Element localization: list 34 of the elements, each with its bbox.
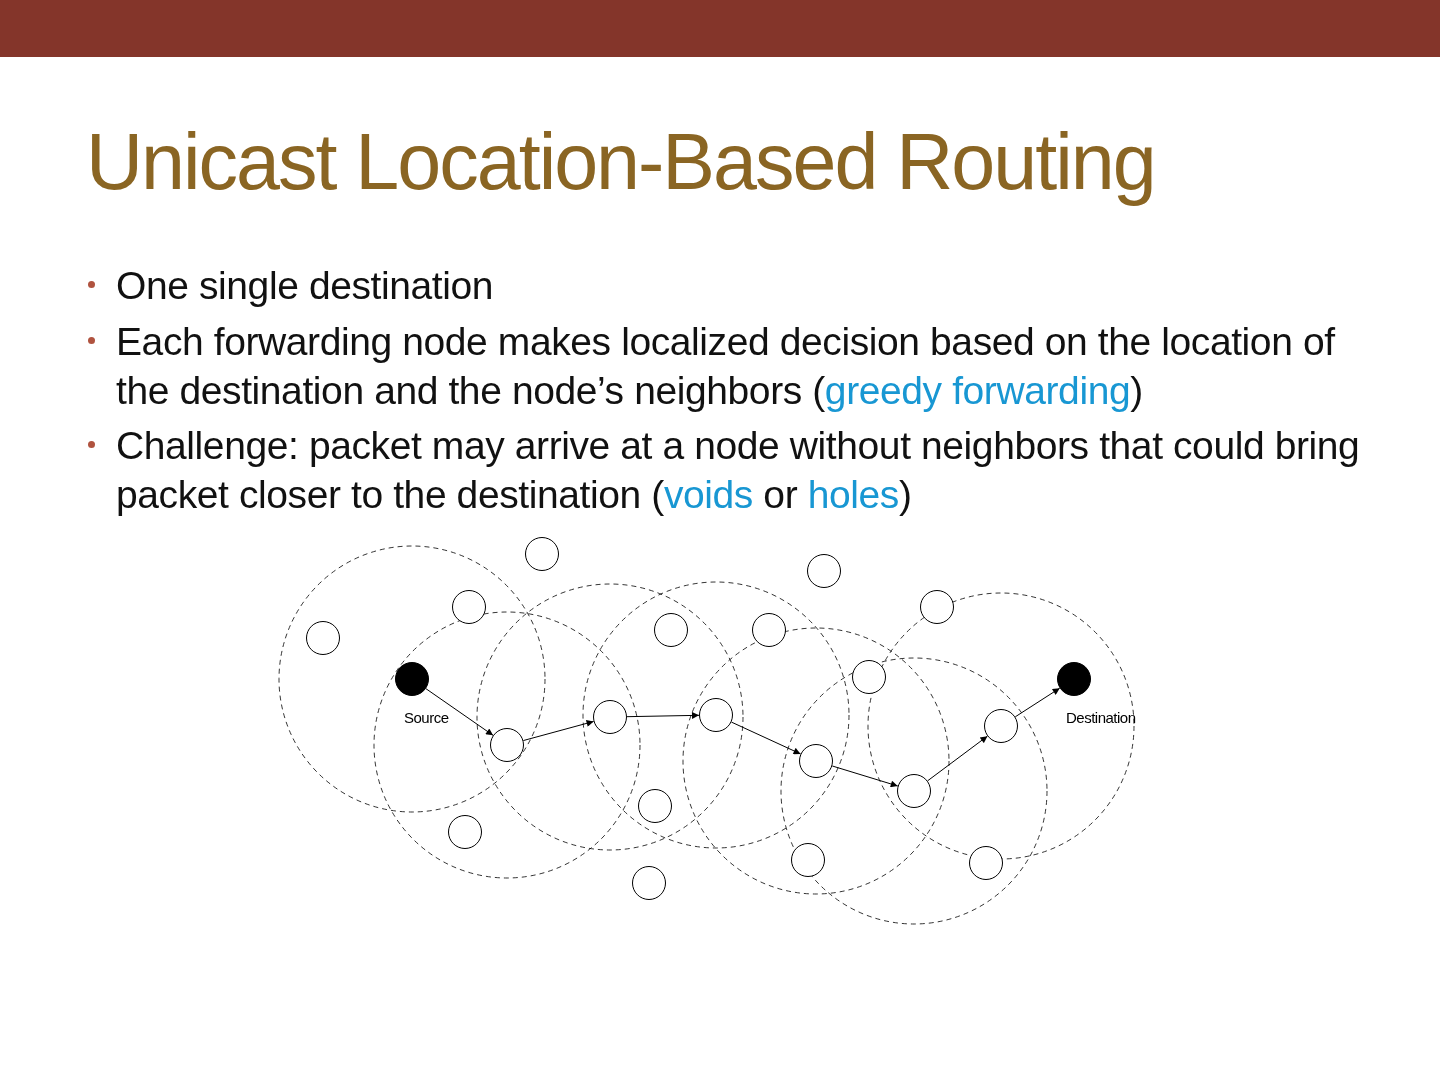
arrow [425,688,494,736]
slide-title: Unicast Location-Based Routing [86,116,1155,208]
node-circle [969,846,1003,880]
bullet-text: Challenge: packet may arrive at a node without neighbors that could bring packet closer to the destination (voids or holes) [116,423,1361,518]
node-label: Destination [1066,709,1136,726]
node-circle [984,709,1018,743]
node-circle [593,700,627,734]
node-circle [807,554,841,588]
node-circle [920,590,954,624]
node-circle [852,660,886,694]
node-circle [654,613,688,647]
node-circle [638,789,672,823]
endpoint-node [395,662,429,696]
node-circle [632,866,666,900]
node-circle [752,613,786,647]
node-circle [699,698,733,732]
arrow [626,711,700,719]
node-label: Source [404,709,449,726]
node-circle [448,815,482,849]
arrow [730,721,802,755]
node-circle [490,728,524,762]
node-circle [306,621,340,655]
arrow [522,719,595,742]
node-circle [799,744,833,778]
bullet-text: Each forwarding node makes localized decision based on the location of the destination and the node’s neighbors (greedy forwarding) [116,319,1336,414]
node-circle [525,537,559,571]
arrow [1014,687,1061,718]
arrow [927,735,988,782]
endpoint-node [1057,662,1091,696]
node-circle [897,774,931,808]
arrow [831,765,899,788]
node-circle [791,843,825,877]
bullet-text: One single destination [116,263,495,309]
node-circle [452,590,486,624]
